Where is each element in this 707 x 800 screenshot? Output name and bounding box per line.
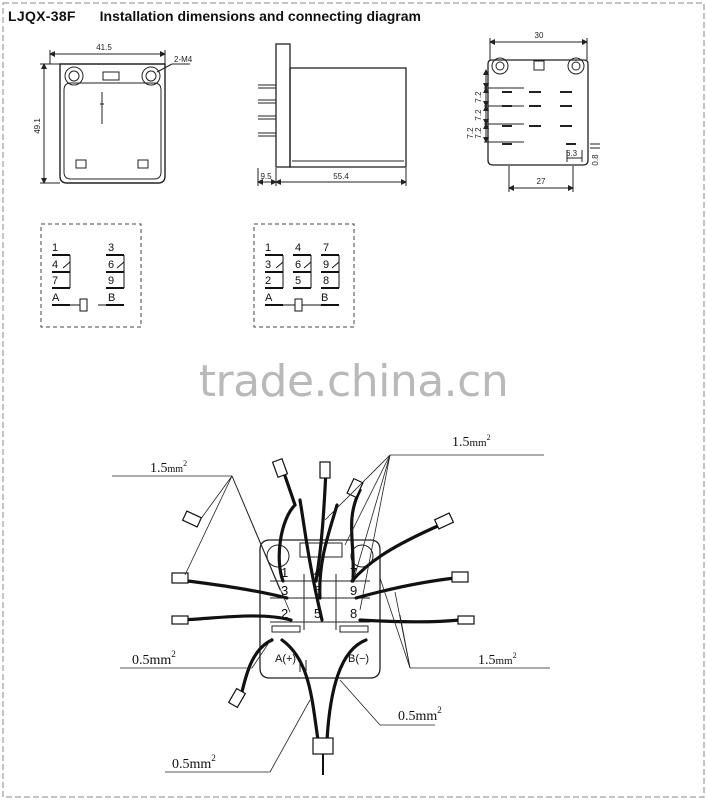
pin-length-dim: 9.5 bbox=[260, 172, 272, 181]
w-term-3: 3 bbox=[281, 583, 288, 598]
s2-pin-4: 4 bbox=[295, 242, 301, 254]
s2-pin-5: 5 bbox=[295, 275, 301, 287]
pitch-dim-4: 7.2 bbox=[466, 127, 475, 139]
pin-span-dim: 27 bbox=[537, 177, 546, 186]
s1-pin-3: 3 bbox=[108, 242, 114, 254]
s1-pin-7: 7 bbox=[52, 275, 58, 287]
wire-label-bottom-right: 0.5mm2 bbox=[398, 705, 442, 724]
s1-pin-1: 1 bbox=[52, 242, 58, 254]
wire-label-top-left: 1.5mm2 bbox=[150, 459, 187, 476]
wiring-diagram bbox=[112, 454, 550, 775]
s2-pin-3: 3 bbox=[265, 259, 271, 271]
s1-coil-a: A bbox=[52, 292, 60, 304]
wire-label-left: 0.5mm2 bbox=[132, 649, 176, 668]
watermark: trade.china.cn bbox=[198, 356, 509, 407]
w-term-9: 9 bbox=[350, 583, 357, 598]
s2-pin-9: 9 bbox=[323, 259, 329, 271]
w-term-8: 8 bbox=[350, 606, 357, 621]
w-coil-b: B(−) bbox=[348, 653, 369, 665]
pitch-dim-3: 7.2 bbox=[474, 127, 483, 139]
s2-pin-1: 1 bbox=[265, 242, 271, 254]
w-term-7: 7 bbox=[350, 565, 357, 580]
s2-pin-8: 8 bbox=[323, 275, 329, 287]
s2-coil-a: A bbox=[265, 292, 273, 304]
body-length-dim: 55.4 bbox=[333, 172, 349, 181]
w-coil-a: A(+) bbox=[275, 653, 296, 665]
pitch-dim-1: 7.2 bbox=[474, 91, 483, 103]
s2-coil-b: B bbox=[321, 292, 328, 304]
base-view bbox=[483, 38, 600, 192]
s1-pin-6: 6 bbox=[108, 259, 114, 271]
s2-pin-6: 6 bbox=[295, 259, 301, 271]
s1-coil-b: B bbox=[108, 292, 115, 304]
w-term-1: 1 bbox=[281, 565, 288, 580]
schematic-2 bbox=[253, 223, 355, 328]
pitch-dim-2: 7.2 bbox=[474, 109, 483, 121]
hole-label: 2-M4 bbox=[174, 55, 193, 64]
w-term-5: 5 bbox=[314, 606, 321, 621]
s1-pin-9: 9 bbox=[108, 275, 114, 287]
wire-label-top-right: 1.5mm2 bbox=[452, 433, 491, 450]
s1-pin-4: 4 bbox=[52, 259, 58, 271]
w-term-2: 2 bbox=[281, 606, 288, 621]
top-width-dim: 41.5 bbox=[96, 43, 112, 52]
side-view bbox=[257, 43, 407, 186]
base-width-dim: 30 bbox=[535, 31, 544, 40]
w-term-6: 6 bbox=[314, 583, 321, 598]
top-view bbox=[40, 50, 190, 184]
top-height-dim: 49.1 bbox=[33, 118, 42, 134]
model-number: LJQX-38F bbox=[8, 8, 76, 24]
pin-thickness-dim: 0.8 bbox=[591, 154, 600, 166]
pin-width-dim: 6.3 bbox=[566, 149, 578, 158]
wire-label-right: 1.5mm2 bbox=[478, 651, 517, 668]
s2-pin-7: 7 bbox=[323, 242, 329, 254]
wire-label-bottom-left: 0.5mm2 bbox=[172, 753, 216, 772]
title-text: Installation dimensions and connecting d… bbox=[99, 8, 421, 24]
schematic-1 bbox=[40, 223, 142, 328]
s2-pin-2: 2 bbox=[265, 275, 271, 287]
diagram-title: LJQX-38F Installation dimensions and con… bbox=[8, 8, 421, 24]
w-term-4: 4 bbox=[314, 565, 321, 580]
